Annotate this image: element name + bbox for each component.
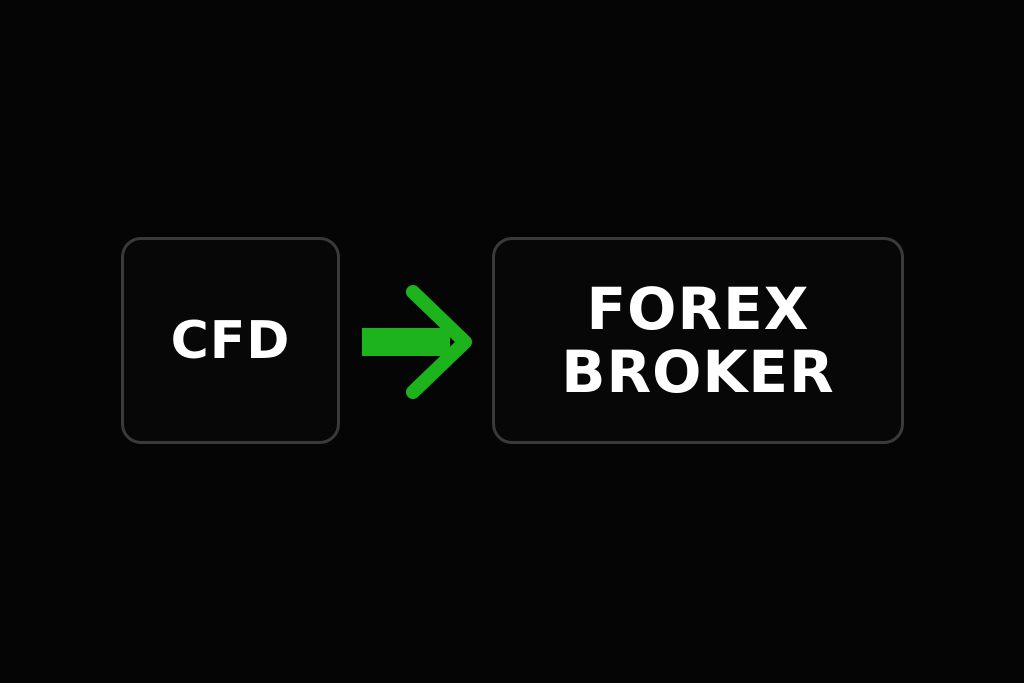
arrow-right-icon — [362, 285, 472, 399]
target-box-forex-broker: FOREX BROKER — [492, 237, 904, 444]
target-label-line1: FOREX — [586, 274, 810, 343]
source-box-cfd: CFD — [121, 237, 340, 444]
source-label: CFD — [170, 310, 291, 371]
target-label-line2: BROKER — [561, 337, 835, 406]
